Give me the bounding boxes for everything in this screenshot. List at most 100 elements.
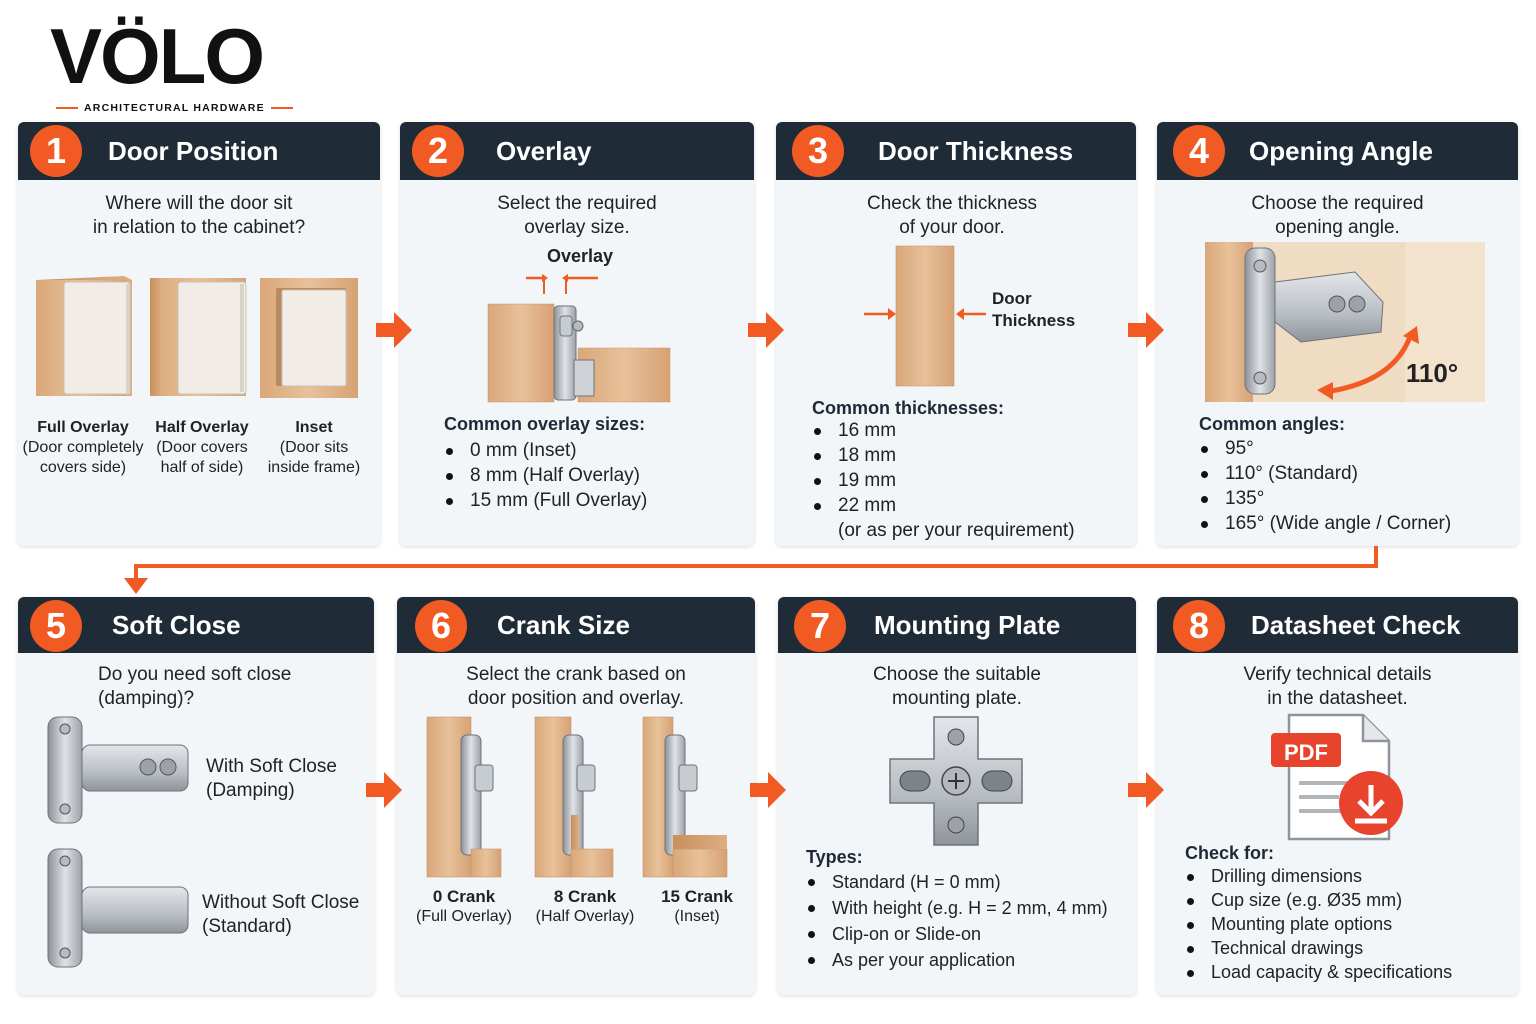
flow-arrow-7-8 bbox=[1128, 772, 1164, 808]
crank-0-label: 0 Crank (Full Overlay) bbox=[415, 887, 512, 925]
with-soft-close-label: With Soft Close (Damping) bbox=[206, 756, 337, 801]
step-5-panel: 5 Soft Close Do you need soft close (dam… bbox=[18, 597, 374, 995]
crank-15-label: 15 Crank (Inset) bbox=[661, 887, 733, 925]
crank-0-diagram bbox=[426, 716, 502, 878]
step-1-subtitle: Where will the door sit in relation to t… bbox=[92, 193, 306, 238]
list-item: 19 mm bbox=[812, 468, 1075, 493]
step-6-title: Crank Size bbox=[497, 610, 630, 640]
flow-arrow-3-4 bbox=[1128, 312, 1164, 348]
step-2-title: Overlay bbox=[496, 136, 592, 166]
list-item: 8 mm (Half Overlay) bbox=[444, 463, 647, 488]
opening-angle-hinge-photo bbox=[1205, 242, 1485, 402]
without-soft-close-label: Without Soft Close (Standard) bbox=[202, 892, 360, 937]
list-item: Drilling dimensions bbox=[1185, 864, 1452, 888]
brand-name: VÖLO bbox=[50, 12, 265, 100]
crank-8-diagram bbox=[534, 716, 614, 878]
overlay-diagram-label: Overlay bbox=[546, 246, 614, 266]
step-4-title: Opening Angle bbox=[1249, 136, 1433, 166]
list-item: 22 mm bbox=[812, 493, 1075, 518]
angle-diagram-label: 110° bbox=[1405, 358, 1459, 388]
door-thickness-label: Door Thickness bbox=[992, 289, 1076, 330]
step-7-subtitle: Choose the suitable mounting plate. bbox=[873, 664, 1041, 709]
step-8-panel: 8 Datasheet Check Verify technical detai… bbox=[1157, 597, 1518, 995]
step-6-number: 6 bbox=[415, 600, 467, 652]
list-item: Technical drawings bbox=[1185, 936, 1452, 960]
step-5-header: 5 Soft Close bbox=[18, 597, 374, 653]
datasheet-list: Drilling dimensions Cup size (e.g. Ø35 m… bbox=[1185, 864, 1452, 984]
step-5-title: Soft Close bbox=[112, 610, 241, 640]
step-3-panel: 3 Door Thickness Check the thickness of … bbox=[776, 122, 1136, 546]
full-overlay-label: Full Overlay (Door completely covers sid… bbox=[22, 419, 144, 476]
soft-close-hinge-icon bbox=[47, 716, 189, 824]
list-item: Mounting plate options bbox=[1185, 912, 1452, 936]
list-item: Cup size (e.g. Ø35 mm) bbox=[1185, 888, 1452, 912]
step-6-panel: 6 Crank Size Select the crank based on d… bbox=[397, 597, 755, 995]
step-5-number: 5 bbox=[30, 600, 82, 652]
step-7-panel: 7 Mounting Plate Choose the suitable mou… bbox=[778, 597, 1136, 995]
step-2-header: 2 Overlay bbox=[400, 122, 754, 180]
pdf-download-icon bbox=[1271, 713, 1403, 841]
step-2-panel: 2 Overlay Select the required overlay si… bbox=[400, 122, 754, 546]
angle-list-heading: Common angles: bbox=[1199, 414, 1346, 434]
step-2-subtitle: Select the required overlay size. bbox=[497, 193, 657, 238]
step-4-panel: 4 Opening Angle Choose the required open… bbox=[1157, 122, 1518, 546]
crank-15-diagram bbox=[642, 716, 728, 878]
step-2-number: 2 bbox=[412, 125, 464, 177]
step-1-number: 1 bbox=[30, 125, 82, 177]
overlay-list-heading: Common overlay sizes: bbox=[444, 414, 646, 434]
step-8-subtitle: Verify technical details in the datashee… bbox=[1243, 664, 1432, 709]
list-item: 18 mm bbox=[812, 443, 1075, 468]
thickness-list: 16 mm 18 mm 19 mm 22 mm (or as per your … bbox=[812, 418, 1075, 543]
flow-arrow-5-6 bbox=[366, 772, 402, 808]
mounting-plate-icon bbox=[889, 716, 1023, 846]
list-item: With height (e.g. H = 2 mm, 4 mm) bbox=[806, 895, 1108, 921]
list-item: 135° bbox=[1199, 486, 1451, 511]
step-7-title: Mounting Plate bbox=[874, 610, 1061, 640]
thickness-list-heading: Common thicknesses: bbox=[812, 398, 1005, 418]
angle-list: 95° 110° (Standard) 135° 165° (Wide angl… bbox=[1199, 436, 1451, 536]
step-4-subtitle: Choose the required opening angle. bbox=[1251, 193, 1424, 238]
step-8-number: 8 bbox=[1173, 600, 1225, 652]
list-item: Standard (H = 0 mm) bbox=[806, 869, 1108, 895]
step-7-number: 7 bbox=[794, 600, 846, 652]
full-overlay-cabinet-icon bbox=[36, 276, 132, 396]
half-overlay-label: Half Overlay (Door covers half of side) bbox=[155, 419, 249, 476]
step-4-header: 4 Opening Angle bbox=[1157, 122, 1518, 180]
inset-label: Inset (Door sits inside frame) bbox=[267, 419, 361, 476]
step-1-panel: 1 Door Position Where will the door sit … bbox=[18, 122, 380, 546]
flow-arrow-2-3 bbox=[748, 312, 784, 348]
list-item: 95° bbox=[1199, 436, 1451, 461]
plate-list: Standard (H = 0 mm) With height (e.g. H … bbox=[806, 869, 1108, 973]
step-4-number: 4 bbox=[1173, 125, 1225, 177]
step-8-header: 8 Datasheet Check bbox=[1157, 597, 1518, 653]
row-connector-arrow bbox=[124, 546, 1378, 594]
step-1-title: Door Position bbox=[108, 136, 279, 166]
step-5-subtitle: Do you need soft close (damping)? bbox=[98, 664, 292, 709]
list-item: 0 mm (Inset) bbox=[444, 438, 647, 463]
brand-logo: VÖLO ARCHITECTURAL HARDWARE bbox=[50, 12, 290, 114]
list-item: 165° (Wide angle / Corner) bbox=[1199, 511, 1451, 536]
list-item: As per your application bbox=[806, 947, 1108, 973]
overlay-hinge-diagram bbox=[487, 274, 671, 403]
step-1-header: 1 Door Position bbox=[18, 122, 380, 180]
list-item: 15 mm (Full Overlay) bbox=[444, 488, 647, 513]
door-thickness-diagram bbox=[864, 245, 986, 387]
list-item: 16 mm bbox=[812, 418, 1075, 443]
step-6-header: 6 Crank Size bbox=[397, 597, 755, 653]
thickness-note: (or as per your requirement) bbox=[838, 520, 1075, 541]
list-item: 110° (Standard) bbox=[1199, 461, 1451, 486]
half-overlay-cabinet-icon bbox=[150, 278, 247, 396]
step-3-header: 3 Door Thickness bbox=[776, 122, 1136, 180]
datasheet-list-heading: Check for: bbox=[1185, 843, 1275, 863]
flow-arrow-1-2 bbox=[376, 312, 412, 348]
step-3-title: Door Thickness bbox=[878, 136, 1074, 166]
step-8-title: Datasheet Check bbox=[1251, 610, 1461, 640]
flow-arrow-6-7 bbox=[750, 772, 786, 808]
list-item: Clip-on or Slide-on bbox=[806, 921, 1108, 947]
list-item: Load capacity & specifications bbox=[1185, 960, 1452, 984]
overlay-list: 0 mm (Inset) 8 mm (Half Overlay) 15 mm (… bbox=[444, 438, 647, 513]
step-3-number: 3 bbox=[792, 125, 844, 177]
inset-cabinet-icon bbox=[260, 278, 358, 398]
standard-hinge-icon bbox=[47, 848, 189, 968]
crank-8-label: 8 Crank (Half Overlay) bbox=[535, 887, 635, 925]
